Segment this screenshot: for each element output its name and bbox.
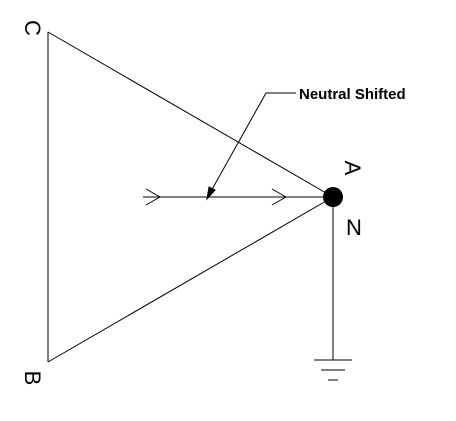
ground-icon: [314, 359, 352, 381]
vertex-a-label: A: [340, 161, 365, 176]
delta-triangle: [47, 31, 334, 363]
callout-leader: [206, 92, 296, 201]
vertex-c-label: C: [20, 20, 45, 36]
flow-arrow-left-icon: [145, 188, 162, 206]
side-ca: [47, 31, 334, 198]
callout-leader-line: [209, 92, 296, 194]
vertex-b-label: B: [20, 371, 45, 386]
callout-arrowhead-icon: [206, 186, 216, 201]
neutral-n-label: N: [346, 215, 362, 240]
flow-arrow-right-icon: [271, 188, 288, 206]
flow-line: [143, 188, 333, 206]
side-ba: [47, 196, 334, 363]
ground-connection: [314, 197, 352, 381]
neutral-point-icon: [323, 187, 343, 207]
neutral-shifted-label: Neutral Shifted: [299, 86, 406, 103]
